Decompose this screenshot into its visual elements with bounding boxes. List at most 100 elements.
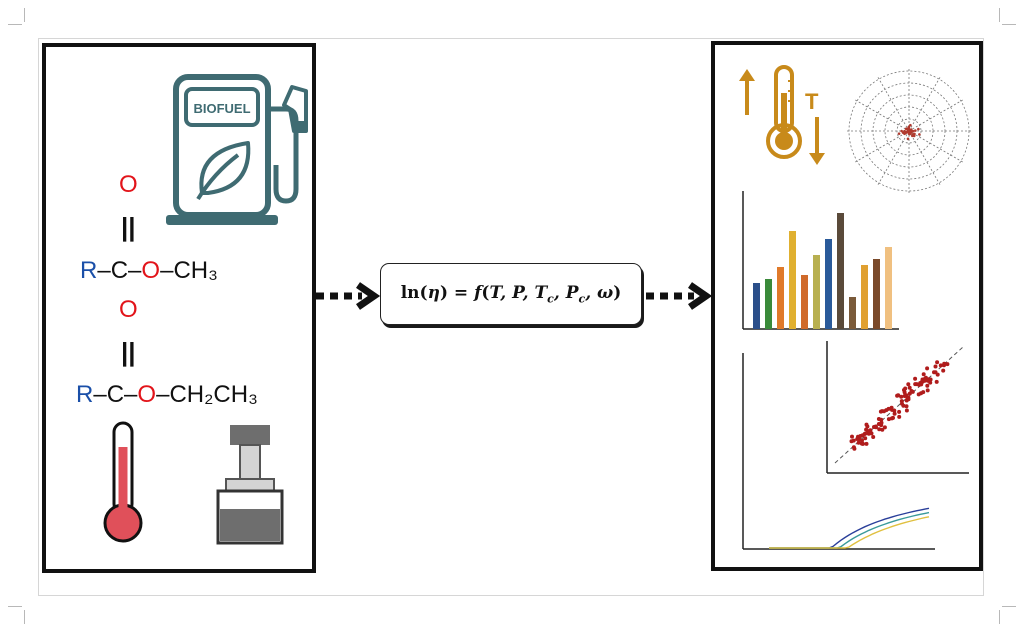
viscosity-equation: ln(η) = f(T, P, Tc, Pc, ω)	[400, 282, 622, 306]
bar	[825, 239, 832, 329]
parity-point	[872, 425, 876, 429]
polar-point	[907, 129, 911, 133]
parity-point	[941, 368, 946, 373]
parity-point	[850, 434, 854, 439]
bar	[885, 247, 892, 329]
parity-point	[925, 378, 930, 383]
parity-point	[897, 414, 902, 419]
crop-mark	[24, 8, 25, 22]
parity-point	[925, 383, 930, 388]
bar	[789, 231, 796, 329]
crop-mark	[8, 24, 22, 25]
parity-point	[904, 404, 909, 409]
polar-spoke	[908, 130, 941, 185]
parity-point	[921, 390, 926, 395]
parity-point	[886, 417, 891, 422]
crop-mark	[24, 610, 25, 624]
parity-point	[864, 441, 869, 446]
polar-point	[897, 132, 901, 135]
fuel-pump-icon: BIOFUEL	[166, 74, 308, 225]
decay-curve-icon	[742, 353, 935, 550]
parity-point	[856, 440, 861, 445]
parity-point	[860, 433, 865, 438]
polar-point	[909, 131, 913, 134]
parity-point	[909, 389, 914, 393]
pressure-gauge-icon	[216, 425, 284, 545]
polar-spoke	[908, 130, 963, 163]
parity-point	[897, 409, 902, 414]
bond: –	[124, 381, 138, 408]
parity-point	[852, 446, 857, 451]
double-bond: ||	[121, 212, 136, 242]
crop-mark	[999, 610, 1000, 624]
polar-point	[914, 129, 917, 132]
temperature-symbol: T	[805, 89, 819, 114]
polar-point	[912, 134, 916, 138]
polar-point	[917, 127, 920, 131]
leaf-icon	[196, 141, 251, 201]
polar-point	[909, 123, 912, 127]
ester-oxygen: O	[137, 381, 157, 408]
polar-point	[911, 134, 914, 138]
parity-point	[925, 388, 930, 393]
parity-point	[859, 441, 864, 446]
bar	[873, 259, 880, 329]
thermometer-icon	[103, 421, 143, 543]
thermometer-gold-icon	[766, 65, 802, 159]
parity-point	[891, 415, 895, 420]
parity-point	[902, 390, 907, 395]
crop-mark	[8, 606, 22, 607]
bar	[765, 279, 772, 329]
model-to-output-arrow	[646, 282, 713, 310]
parity-point	[871, 435, 876, 439]
polar-spoke	[855, 130, 910, 163]
parity-point	[899, 394, 904, 399]
parity-point	[903, 386, 908, 391]
decay-curve	[769, 507, 930, 549]
polar-point	[906, 137, 910, 141]
parity-point	[934, 379, 939, 384]
bar	[801, 275, 808, 329]
bar	[777, 267, 784, 329]
parity-point	[890, 407, 894, 412]
parity-point	[880, 409, 885, 414]
parity-point	[933, 364, 938, 369]
parity-point	[945, 362, 950, 367]
carbon: C	[110, 257, 129, 284]
bar	[813, 255, 820, 329]
bar	[861, 265, 868, 329]
polar-point	[900, 129, 903, 133]
parity-point	[914, 382, 919, 387]
model-equation-box: ln(η) = f(T, P, Tc, Pc, ω)	[380, 263, 642, 325]
polar-spoke	[855, 99, 910, 132]
input-to-model-arrow	[316, 282, 381, 310]
polar-point	[918, 133, 921, 136]
parity-point	[933, 370, 938, 375]
methyl-ester-formula: R–C–O–CH₃	[80, 259, 218, 283]
ethyl-group: CH₂CH₃	[169, 381, 258, 408]
parity-point	[935, 360, 940, 365]
parity-point	[922, 378, 927, 383]
parity-point	[921, 372, 926, 377]
polar-plot-icon	[847, 69, 971, 193]
parity-point	[886, 406, 891, 411]
arrow-down-icon	[809, 117, 825, 165]
carbon: C	[106, 381, 125, 408]
parity-point	[877, 427, 882, 432]
carbonyl-oxygen: O	[119, 171, 138, 198]
ester-oxygen: O	[141, 257, 161, 284]
arrow-up-icon	[739, 69, 755, 115]
parity-point	[892, 411, 897, 416]
r-group: R	[80, 257, 98, 284]
parity-point	[876, 422, 881, 426]
bond: –	[160, 257, 174, 284]
decay-curve	[769, 516, 930, 549]
parity-point	[880, 427, 885, 432]
crop-mark	[999, 8, 1000, 22]
parity-scatter-icon	[826, 341, 969, 474]
double-bond: ||	[121, 337, 136, 367]
decay-curve	[769, 511, 930, 549]
bond: –	[93, 381, 107, 408]
methyl-group: CH₃	[173, 257, 218, 284]
polar-point	[911, 129, 915, 133]
